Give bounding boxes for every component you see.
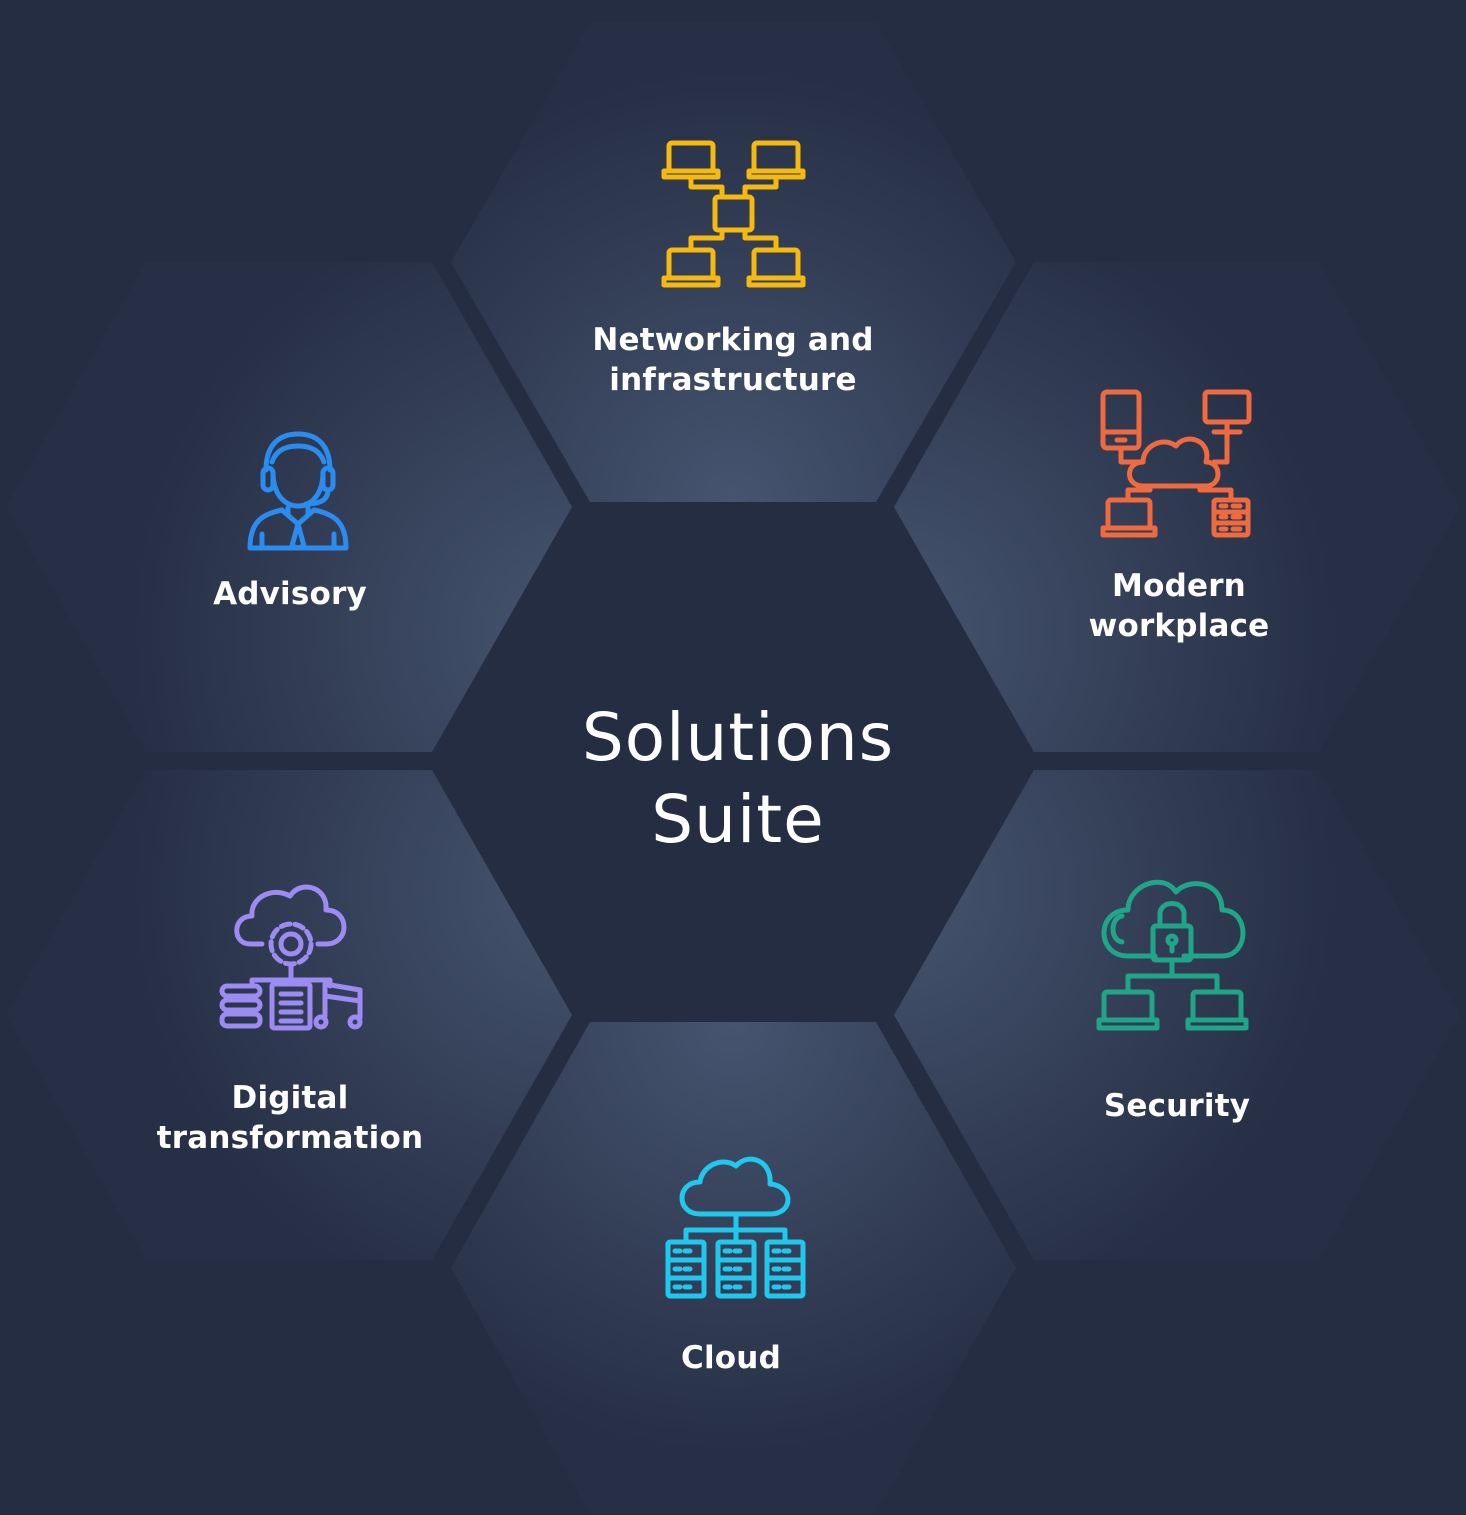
hex-digital-transformation — [6, 770, 572, 1260]
label-networking: Networking and infrastructure — [592, 322, 874, 398]
advisory-icon — [247, 431, 349, 551]
cloud-icon — [665, 1156, 806, 1299]
label-cloud: Cloud — [681, 1340, 781, 1376]
center-title: Solutions Suite — [581, 699, 895, 858]
network-icon — [661, 140, 806, 288]
hex-networking — [451, 22, 1016, 502]
hex-modern-workplace — [894, 262, 1460, 752]
workplace-icon — [1100, 389, 1252, 538]
label-advisory: Advisory — [213, 576, 367, 612]
label-modern-workplace: Modern workplace — [1088, 568, 1270, 644]
label-digital-transformation: Digital transformation — [156, 1080, 424, 1156]
hex-center — [432, 502, 1034, 1022]
label-security: Security — [1103, 1088, 1251, 1124]
security-icon — [1096, 879, 1249, 1031]
hex-security — [894, 770, 1460, 1260]
digital-transformation-icon — [219, 884, 363, 1031]
